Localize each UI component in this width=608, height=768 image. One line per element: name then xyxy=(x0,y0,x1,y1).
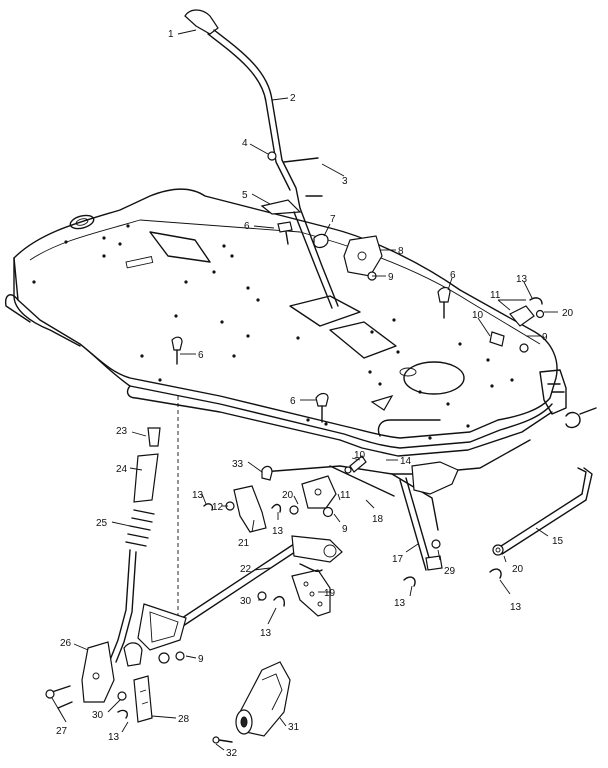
shift-lever xyxy=(184,9,301,209)
callout-13e: 13 xyxy=(394,598,406,609)
mid-left-parts xyxy=(203,455,443,587)
callout-17: 17 xyxy=(392,554,404,565)
callout-6c: 6 xyxy=(198,350,204,361)
spring-assembly xyxy=(109,427,161,663)
callout-31: 31 xyxy=(288,722,300,733)
callout-8: 8 xyxy=(398,246,404,257)
lower-bracket xyxy=(45,603,187,723)
callout-20b: 20 xyxy=(282,490,294,501)
callout-9b: 9 xyxy=(542,332,548,343)
callout-13b: 13 xyxy=(192,490,204,501)
callout-6b: 6 xyxy=(450,270,456,281)
callout-30: 30 xyxy=(240,596,252,607)
shift-linkage xyxy=(260,151,383,309)
callout-1: 1 xyxy=(168,29,174,40)
callout-13: 13 xyxy=(516,274,528,285)
callout-13d: 13 xyxy=(510,602,522,613)
callout-9c: 9 xyxy=(342,524,348,535)
callout-7: 7 xyxy=(330,214,336,225)
callout-20c: 20 xyxy=(512,564,524,575)
callout-12: 12 xyxy=(212,502,224,513)
callout-10b: 10 xyxy=(354,450,366,461)
callout-27: 27 xyxy=(56,726,68,737)
callout-14: 14 xyxy=(400,456,412,467)
callout-19: 19 xyxy=(324,588,336,599)
callout-6: 6 xyxy=(244,221,250,232)
callout-11: 11 xyxy=(490,290,501,301)
callout-23: 23 xyxy=(116,426,128,437)
callout-13c: 13 xyxy=(272,526,284,537)
callout-32: 32 xyxy=(226,748,238,759)
callout-4: 4 xyxy=(242,138,248,149)
frame-holes xyxy=(32,224,514,440)
callout-29: 29 xyxy=(444,566,456,577)
callout-28: 28 xyxy=(178,714,190,725)
mount-bracket xyxy=(212,661,291,744)
callout-5: 5 xyxy=(242,190,248,201)
callout-labels: 1 2 3 4 5 6 7 8 9 6 13 11 20 10 9 6 6 23… xyxy=(56,29,574,759)
right-rod xyxy=(411,407,597,579)
callout-15: 15 xyxy=(552,536,564,547)
right-upper-parts xyxy=(171,286,545,423)
rod-and-pedal xyxy=(175,535,343,629)
callout-3: 3 xyxy=(342,176,348,187)
callout-30b: 30 xyxy=(92,710,104,721)
callout-26: 26 xyxy=(60,638,72,649)
callout-24: 24 xyxy=(116,464,128,475)
callout-11b: 11 xyxy=(340,490,351,501)
callout-2: 2 xyxy=(290,93,296,104)
callout-13f: 13 xyxy=(260,628,272,639)
callout-6d: 6 xyxy=(290,396,296,407)
callout-33: 33 xyxy=(232,459,244,470)
callout-20: 20 xyxy=(562,308,574,319)
leader-lines xyxy=(51,29,558,751)
callout-22: 22 xyxy=(240,564,252,575)
callout-13g: 13 xyxy=(108,732,120,743)
callout-21: 21 xyxy=(238,538,250,549)
callout-18: 18 xyxy=(372,514,384,525)
callout-9d: 9 xyxy=(198,654,204,665)
callout-9: 9 xyxy=(388,272,394,283)
chassis-frame xyxy=(4,188,567,640)
callout-25: 25 xyxy=(96,518,108,529)
callout-10: 10 xyxy=(472,310,484,321)
